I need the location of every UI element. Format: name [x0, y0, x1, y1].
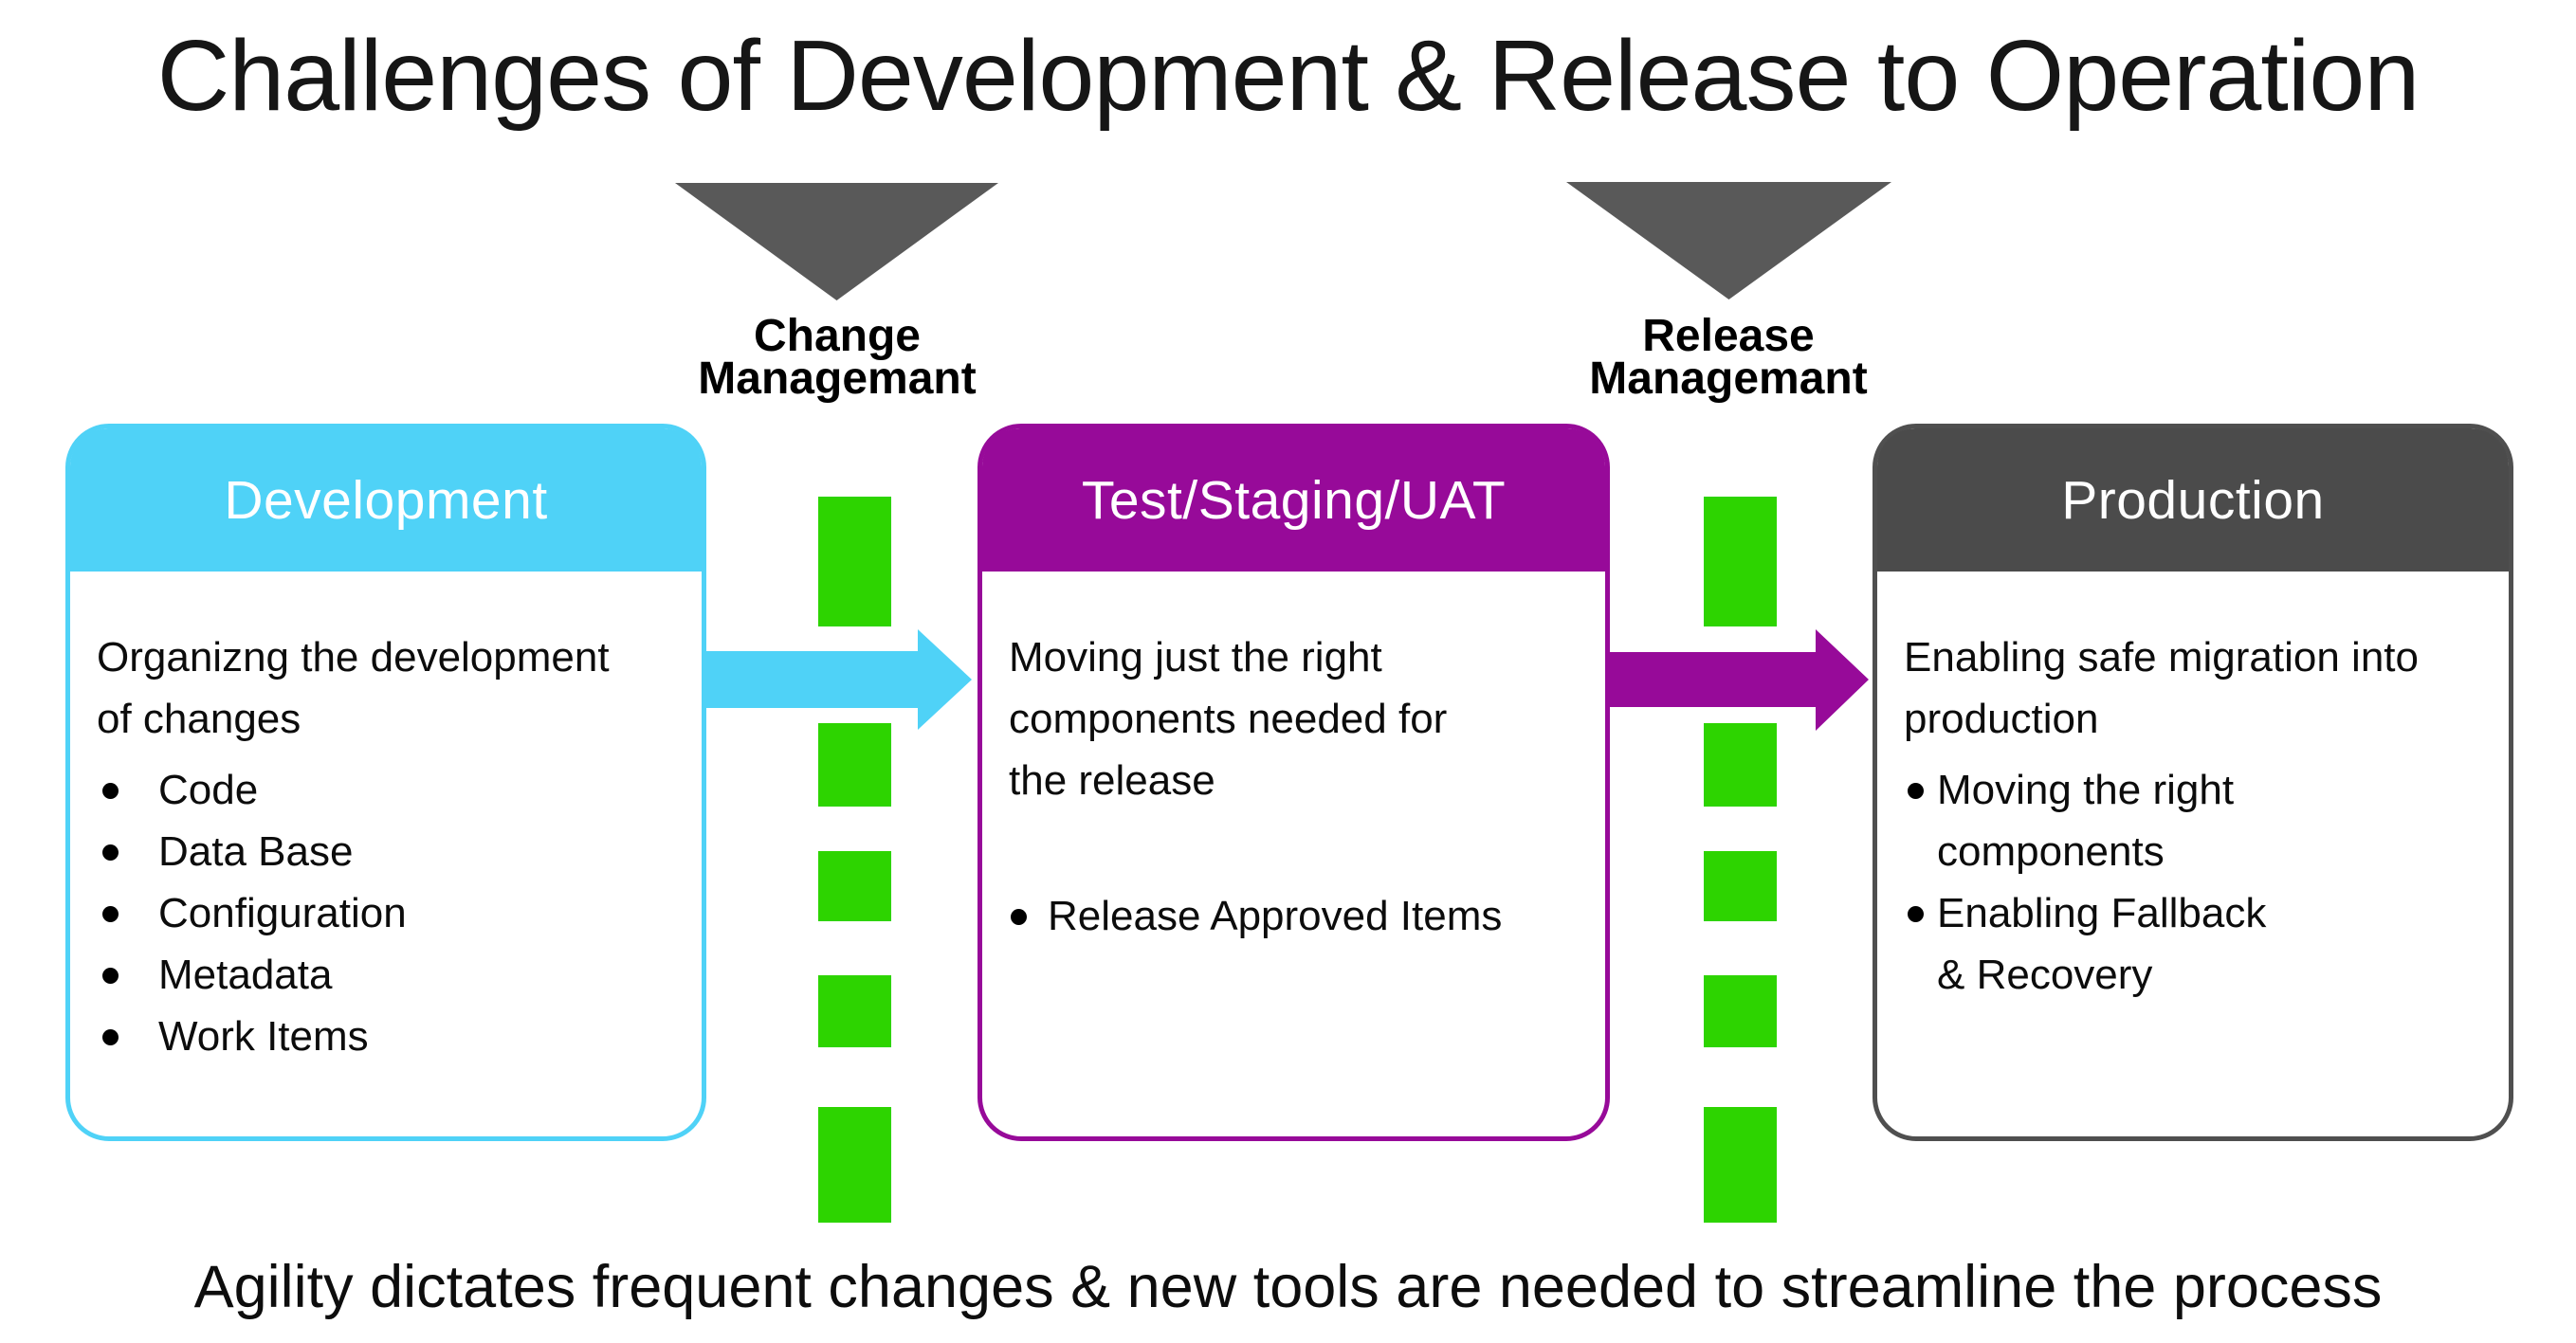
green-dash	[818, 497, 891, 626]
stage-title: Test/Staging/UAT	[1081, 469, 1507, 531]
text-line: Metadata	[158, 952, 333, 998]
test-staging-uat-box: Test/Staging/UAT Moving just the right c…	[977, 424, 1610, 1141]
bullet-dot-icon	[1908, 783, 1924, 799]
down-triangle-icon	[675, 183, 998, 300]
text-line: Work Items	[158, 1013, 369, 1060]
list-item: Code	[97, 759, 681, 821]
bullet-dot-icon	[1011, 909, 1027, 925]
bullet-dot-icon	[102, 783, 119, 799]
production-header: Production	[1877, 428, 2509, 572]
text-line: Moving the right	[1937, 767, 2235, 813]
dev-to-test-arrow-icon	[704, 629, 972, 730]
list-item: Enabling Fallback & Recovery	[1904, 882, 2488, 1006]
text-line: Release	[1642, 311, 1815, 361]
text-line: Release Approved Items	[1048, 893, 1503, 939]
text-line: & Recovery	[1937, 952, 2153, 998]
list-item: Data Base	[97, 821, 681, 882]
text-line: Code	[158, 767, 259, 813]
development-body: Organizng the development of changes Cod…	[70, 572, 702, 1067]
down-triangle-icon	[1566, 182, 1891, 299]
bullet-dot-icon	[102, 1029, 119, 1045]
development-header: Development	[70, 428, 702, 572]
text-line: Enabling safe migration into	[1904, 634, 2419, 681]
green-dash	[1704, 1107, 1777, 1223]
green-dash	[1704, 723, 1777, 807]
page-title: Challenges of Development & Release to O…	[156, 20, 2421, 132]
green-dash	[1704, 497, 1777, 626]
test-staging-uat-header: Test/Staging/UAT	[982, 428, 1605, 572]
text-line: Configuration	[158, 890, 407, 936]
text-line: components needed for	[1009, 696, 1448, 742]
text-line: Data Base	[158, 828, 354, 875]
text-line: production	[1904, 696, 2099, 742]
green-dash	[818, 1107, 891, 1223]
development-bullet-list: Code Data Base Configuration Metadata Wo…	[97, 759, 681, 1067]
green-dash	[1704, 975, 1777, 1047]
stage-title: Development	[224, 469, 548, 531]
production-body: Enabling safe migration into production …	[1877, 572, 2509, 1006]
bullet-dot-icon	[102, 906, 119, 922]
list-item: Work Items	[97, 1006, 681, 1067]
release-management-label: Release Managemant	[1482, 311, 1975, 404]
text-line: Enabling Fallback	[1937, 890, 2267, 936]
green-dash	[818, 975, 891, 1047]
green-dash	[1704, 851, 1777, 921]
production-box: Production Enabling safe migration into …	[1873, 424, 2513, 1141]
list-item: Release Approved Items	[1009, 885, 1584, 947]
text-line: Change	[753, 311, 921, 361]
green-dash	[818, 851, 891, 921]
text-line: Managemant	[698, 354, 977, 404]
list-item: Configuration	[97, 882, 681, 944]
footer-note: Agility dictates frequent changes & new …	[193, 1254, 2383, 1320]
green-dash	[818, 723, 891, 807]
bullet-dot-icon	[102, 844, 119, 861]
bullet-dot-icon	[102, 968, 119, 984]
production-bullet-list: Moving the right components Enabling Fal…	[1904, 759, 2488, 1006]
text-line: the release	[1009, 757, 1215, 804]
bullet-dot-icon	[1908, 906, 1924, 922]
text-line: Managemant	[1589, 354, 1868, 404]
text-line: components	[1937, 828, 2165, 875]
text-line: Organizng the development	[97, 634, 610, 681]
change-management-label: Change Managemant	[591, 311, 1084, 404]
test-staging-uat-body: Moving just the right components needed …	[982, 572, 1605, 947]
development-box: Development Organizng the development of…	[65, 424, 706, 1141]
test-to-prod-arrow-icon	[1610, 629, 1869, 731]
list-item: Metadata	[97, 944, 681, 1006]
stage-title: Production	[2061, 469, 2325, 531]
text-line: Moving just the right	[1009, 634, 1382, 681]
text-line: of changes	[97, 696, 301, 742]
test-bullet-list: Release Approved Items	[1009, 885, 1584, 947]
list-item: Moving the right components	[1904, 759, 2488, 882]
